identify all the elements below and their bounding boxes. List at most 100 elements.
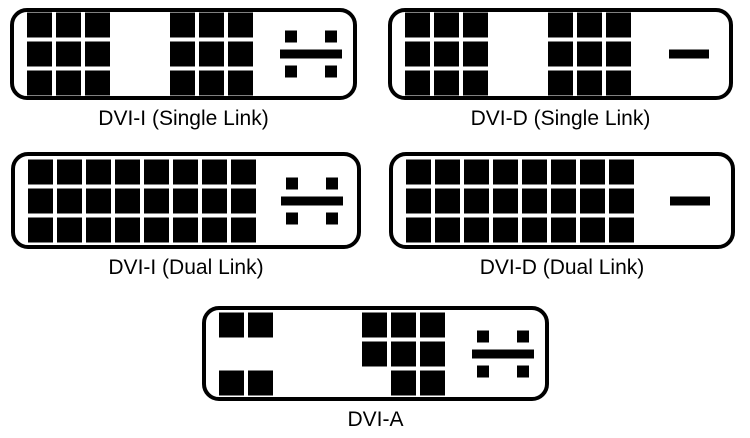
connector-body-dvi-d-single-link [388, 8, 733, 100]
pin [199, 12, 224, 38]
pin [219, 370, 244, 395]
pin [405, 41, 430, 67]
connector-group-dvi-d-single-link: DVI-D (Single Link) [388, 8, 733, 131]
pin [606, 12, 631, 38]
pin [231, 159, 256, 184]
pin [464, 217, 489, 242]
pin [144, 217, 169, 242]
pin [522, 217, 547, 242]
connector-label: DVI-D (Single Link) [470, 107, 651, 130]
pin [463, 12, 488, 38]
pin [405, 70, 430, 96]
pin [219, 312, 244, 337]
pin-block-2 [170, 12, 253, 96]
connector-body-dvi-d-dual-link [389, 152, 735, 249]
analog-cross-icon [281, 177, 343, 224]
pin [57, 188, 82, 213]
connector-body-dvi-a [202, 306, 549, 401]
pin [231, 188, 256, 213]
pin [391, 370, 416, 395]
pin [434, 70, 459, 96]
pin [202, 188, 227, 213]
pin [85, 12, 110, 38]
pin [170, 12, 195, 38]
analog-pin-row-bottom [286, 212, 338, 224]
analog-pin [517, 365, 529, 377]
pin [228, 12, 253, 38]
pin [248, 370, 273, 395]
connector-group-dvi-i-single-link: DVI-I (Single Link) [10, 8, 357, 131]
pin [231, 217, 256, 242]
pin [580, 188, 605, 213]
pin [548, 12, 573, 38]
pin [248, 312, 273, 337]
pin [577, 12, 602, 38]
blade-section [658, 49, 720, 59]
analog-pin [325, 30, 337, 43]
pin [463, 70, 488, 96]
pin [56, 70, 81, 96]
connector-label: DVI-D (Dual Link) [479, 256, 645, 279]
ground-bar-icon [472, 349, 534, 358]
pin [420, 312, 445, 337]
analog-section [280, 30, 342, 78]
pin [27, 70, 52, 96]
pin [434, 41, 459, 67]
pin [464, 188, 489, 213]
pin [493, 159, 518, 184]
pin [28, 188, 53, 213]
pin [551, 188, 576, 213]
pin [85, 41, 110, 67]
pin-block-2 [548, 12, 631, 96]
pin [199, 70, 224, 96]
flat-blade-pin-icon [670, 196, 710, 205]
pin [202, 159, 227, 184]
pin [144, 159, 169, 184]
pin [493, 188, 518, 213]
analog-pin [285, 65, 297, 78]
analog-pin [286, 177, 298, 189]
pin-block-1 [219, 312, 273, 395]
pin [577, 70, 602, 96]
pin [435, 159, 460, 184]
analog-cross-icon [472, 330, 534, 377]
pin [435, 217, 460, 242]
analog-pin [477, 330, 489, 342]
pin-block-1 [28, 159, 256, 242]
analog-pin [517, 330, 529, 342]
pin [56, 41, 81, 67]
analog-pin [326, 212, 338, 224]
blade-section [659, 196, 721, 205]
pin [434, 12, 459, 38]
connector-group-dvi-d-dual-link: DVI-D (Dual Link) [389, 152, 735, 280]
connector-label: DVI-A [347, 408, 404, 431]
pin [228, 70, 253, 96]
pin [56, 12, 81, 38]
pin [406, 159, 431, 184]
pin [57, 159, 82, 184]
connector-label: DVI-I (Single Link) [98, 107, 269, 130]
analog-pin [477, 365, 489, 377]
pin [580, 217, 605, 242]
pin [362, 312, 387, 337]
pin [115, 217, 140, 242]
pin [28, 217, 53, 242]
pin [86, 188, 111, 213]
pin [391, 341, 416, 366]
pin [548, 41, 573, 67]
pin [27, 41, 52, 67]
pin [406, 188, 431, 213]
pin [28, 159, 53, 184]
pin [522, 159, 547, 184]
connector-group-dvi-a: DVI-A [202, 306, 549, 432]
pin [551, 159, 576, 184]
pin [173, 188, 198, 213]
pin [609, 159, 634, 184]
connector-label: DVI-I (Dual Link) [108, 256, 264, 279]
pin-block-1 [27, 12, 110, 96]
analog-cross-icon [280, 30, 342, 78]
analog-pin [286, 212, 298, 224]
pin [609, 217, 634, 242]
analog-pin-row-top [477, 330, 529, 342]
